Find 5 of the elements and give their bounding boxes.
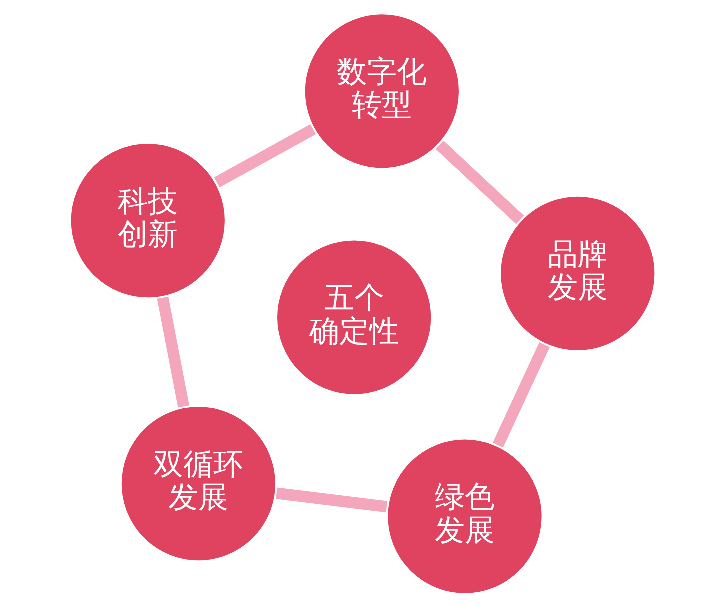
connector bbox=[214, 124, 316, 188]
connector bbox=[435, 140, 524, 224]
connector bbox=[492, 342, 550, 448]
connector bbox=[156, 296, 189, 408]
connector bbox=[276, 488, 388, 513]
